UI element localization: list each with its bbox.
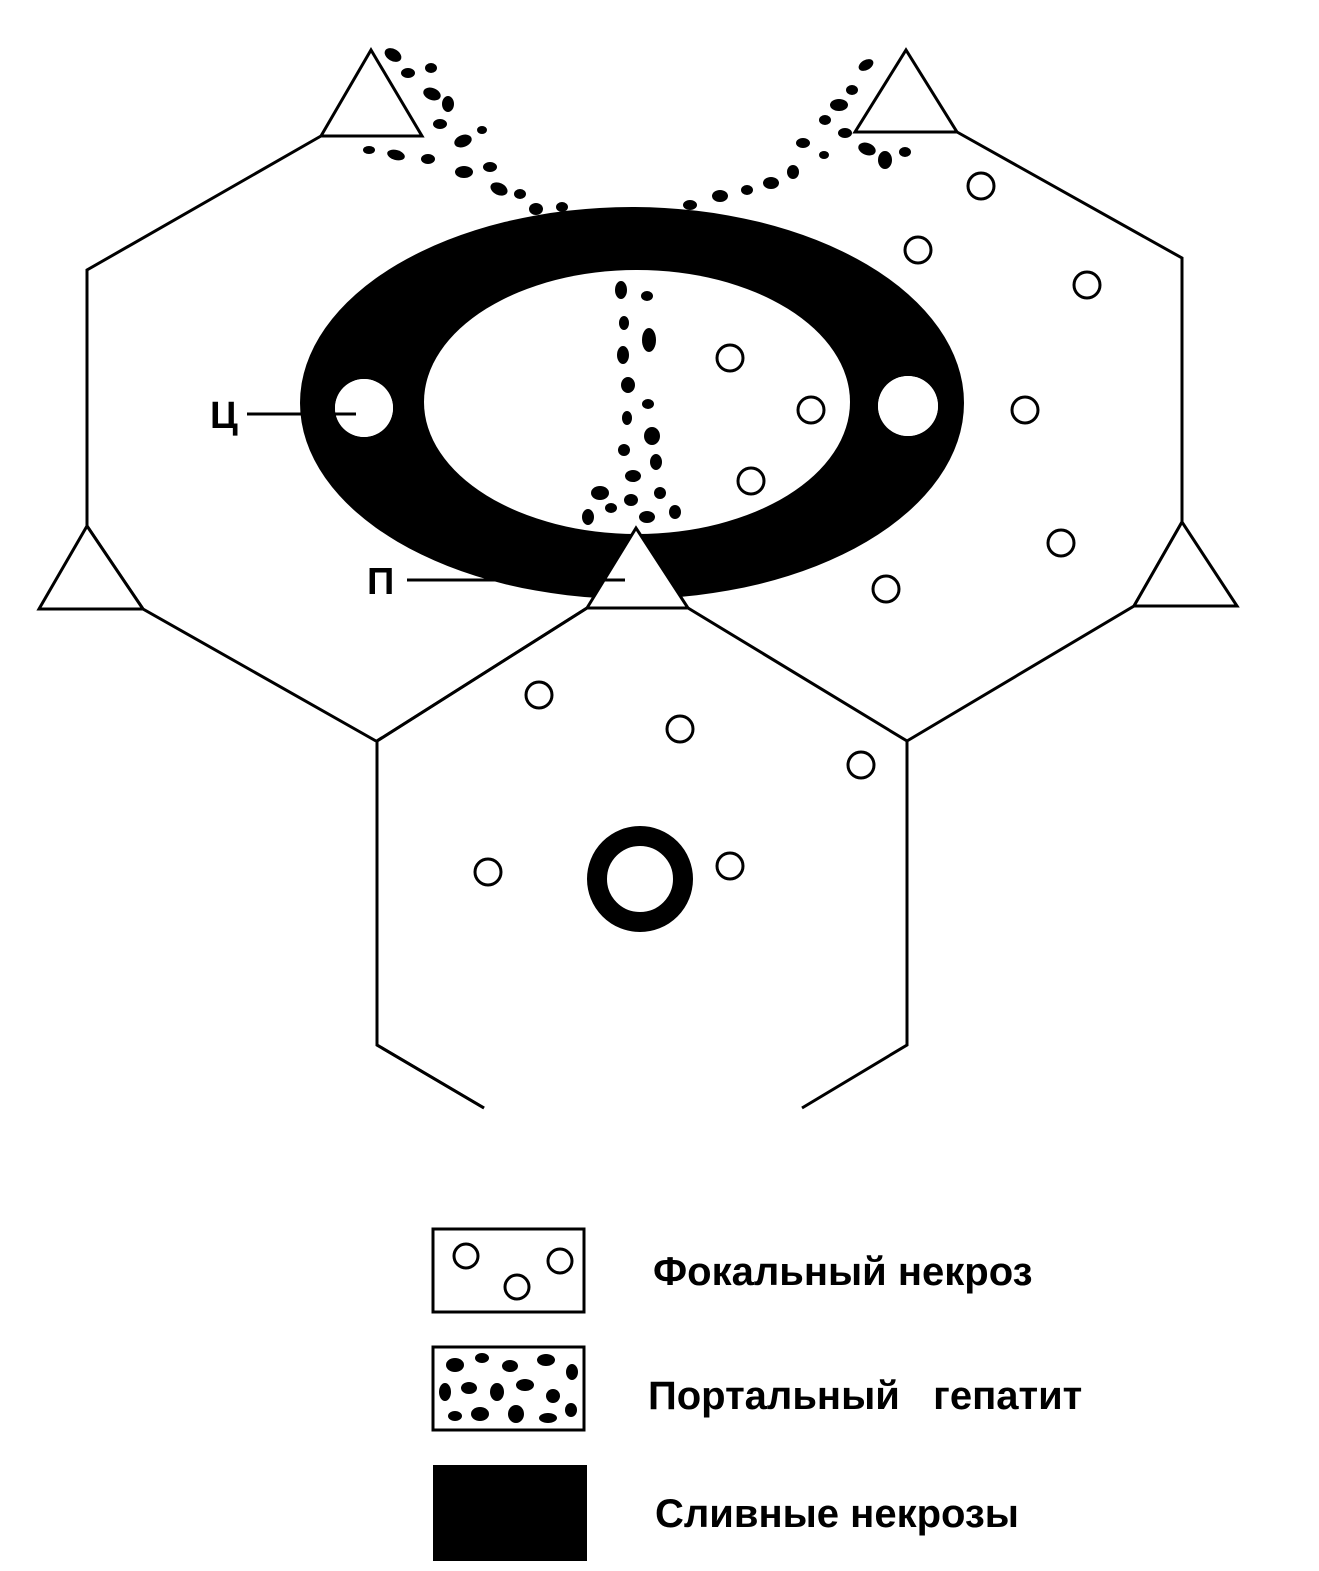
central-vein-bottom-ring bbox=[587, 826, 693, 932]
portal-tract-left bbox=[36, 523, 146, 611]
confluent-necrosis-ring bbox=[300, 207, 964, 599]
portal-tract-label: П bbox=[367, 561, 395, 603]
legend-swatches bbox=[431, 1227, 587, 1561]
bottom-lobule-outline-right bbox=[687, 606, 909, 1110]
central-vein-left bbox=[335, 379, 393, 437]
portal-hepatitis-blobs bbox=[363, 48, 911, 525]
central-vein-label: Ц bbox=[210, 395, 238, 437]
portal-tracts bbox=[36, 47, 1240, 611]
portal-tract-right bbox=[1131, 519, 1240, 608]
legend-swatch-confluent bbox=[433, 1465, 587, 1561]
bottom-lobule-outline bbox=[375, 606, 588, 1110]
focal-necrosis-circles bbox=[473, 171, 1102, 887]
legend-label-confluent: Сливные некрозы bbox=[655, 1492, 1019, 1536]
central-vein-right bbox=[878, 376, 938, 436]
legend-label-focal: Фокальный некроз bbox=[653, 1250, 1033, 1294]
legend-swatch-focal bbox=[431, 1227, 586, 1314]
legend-label-portal: Портальный гепатит bbox=[648, 1374, 1083, 1418]
legend-swatch-portal bbox=[431, 1345, 586, 1432]
portal-tract-center bbox=[584, 525, 691, 610]
portal-tract-top-left bbox=[318, 47, 425, 138]
bottom-lobule-outline-left bbox=[375, 606, 588, 1110]
portal-tract-top-right bbox=[852, 47, 960, 134]
